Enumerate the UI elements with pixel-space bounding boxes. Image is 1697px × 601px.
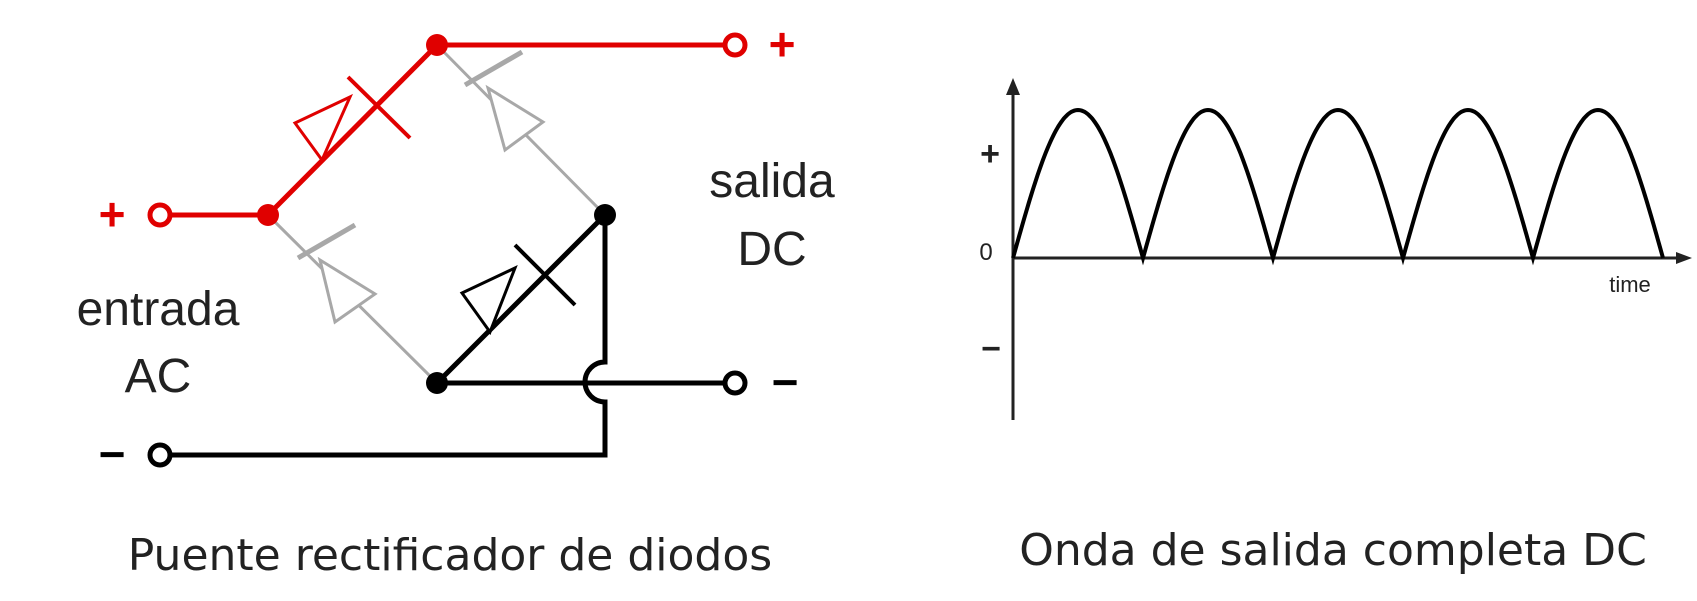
- input-plus-terminal: [147, 202, 173, 228]
- axis-zero-label: 0: [979, 239, 992, 266]
- output-plus-terminal: [722, 32, 748, 58]
- input-plus-sign: +: [99, 188, 126, 240]
- node-bottom: [426, 372, 448, 394]
- active-path-black: [147, 204, 748, 468]
- circuit-caption: Puente rectificador de diodos: [128, 530, 772, 581]
- input-minus-sign: −: [99, 428, 126, 480]
- axis-time-label: time: [1609, 272, 1651, 297]
- diode-inactive-bottom-left: [266, 213, 439, 385]
- input-label-line2: AC: [125, 350, 192, 403]
- output-minus-terminal: [722, 370, 748, 396]
- active-path-red: [147, 32, 748, 228]
- output-minus-sign: −: [772, 356, 799, 408]
- axis-plus-label: +: [980, 135, 1000, 173]
- axis-minus-label: −: [981, 330, 1001, 368]
- waveform-axes: [1006, 78, 1692, 420]
- output-label-line2: DC: [737, 223, 806, 276]
- rectified-wave: [1011, 107, 1665, 266]
- output-plus-sign: +: [769, 18, 796, 70]
- output-label-line1: salida: [709, 155, 835, 208]
- input-minus-terminal: [147, 442, 173, 468]
- diode-inactive-top-right: [435, 43, 607, 217]
- input-label-line1: entrada: [77, 283, 240, 336]
- waveform-caption: Onda de salida completa DC: [1019, 525, 1647, 576]
- node-right: [594, 204, 616, 226]
- node-top: [426, 34, 448, 56]
- node-left: [257, 204, 279, 226]
